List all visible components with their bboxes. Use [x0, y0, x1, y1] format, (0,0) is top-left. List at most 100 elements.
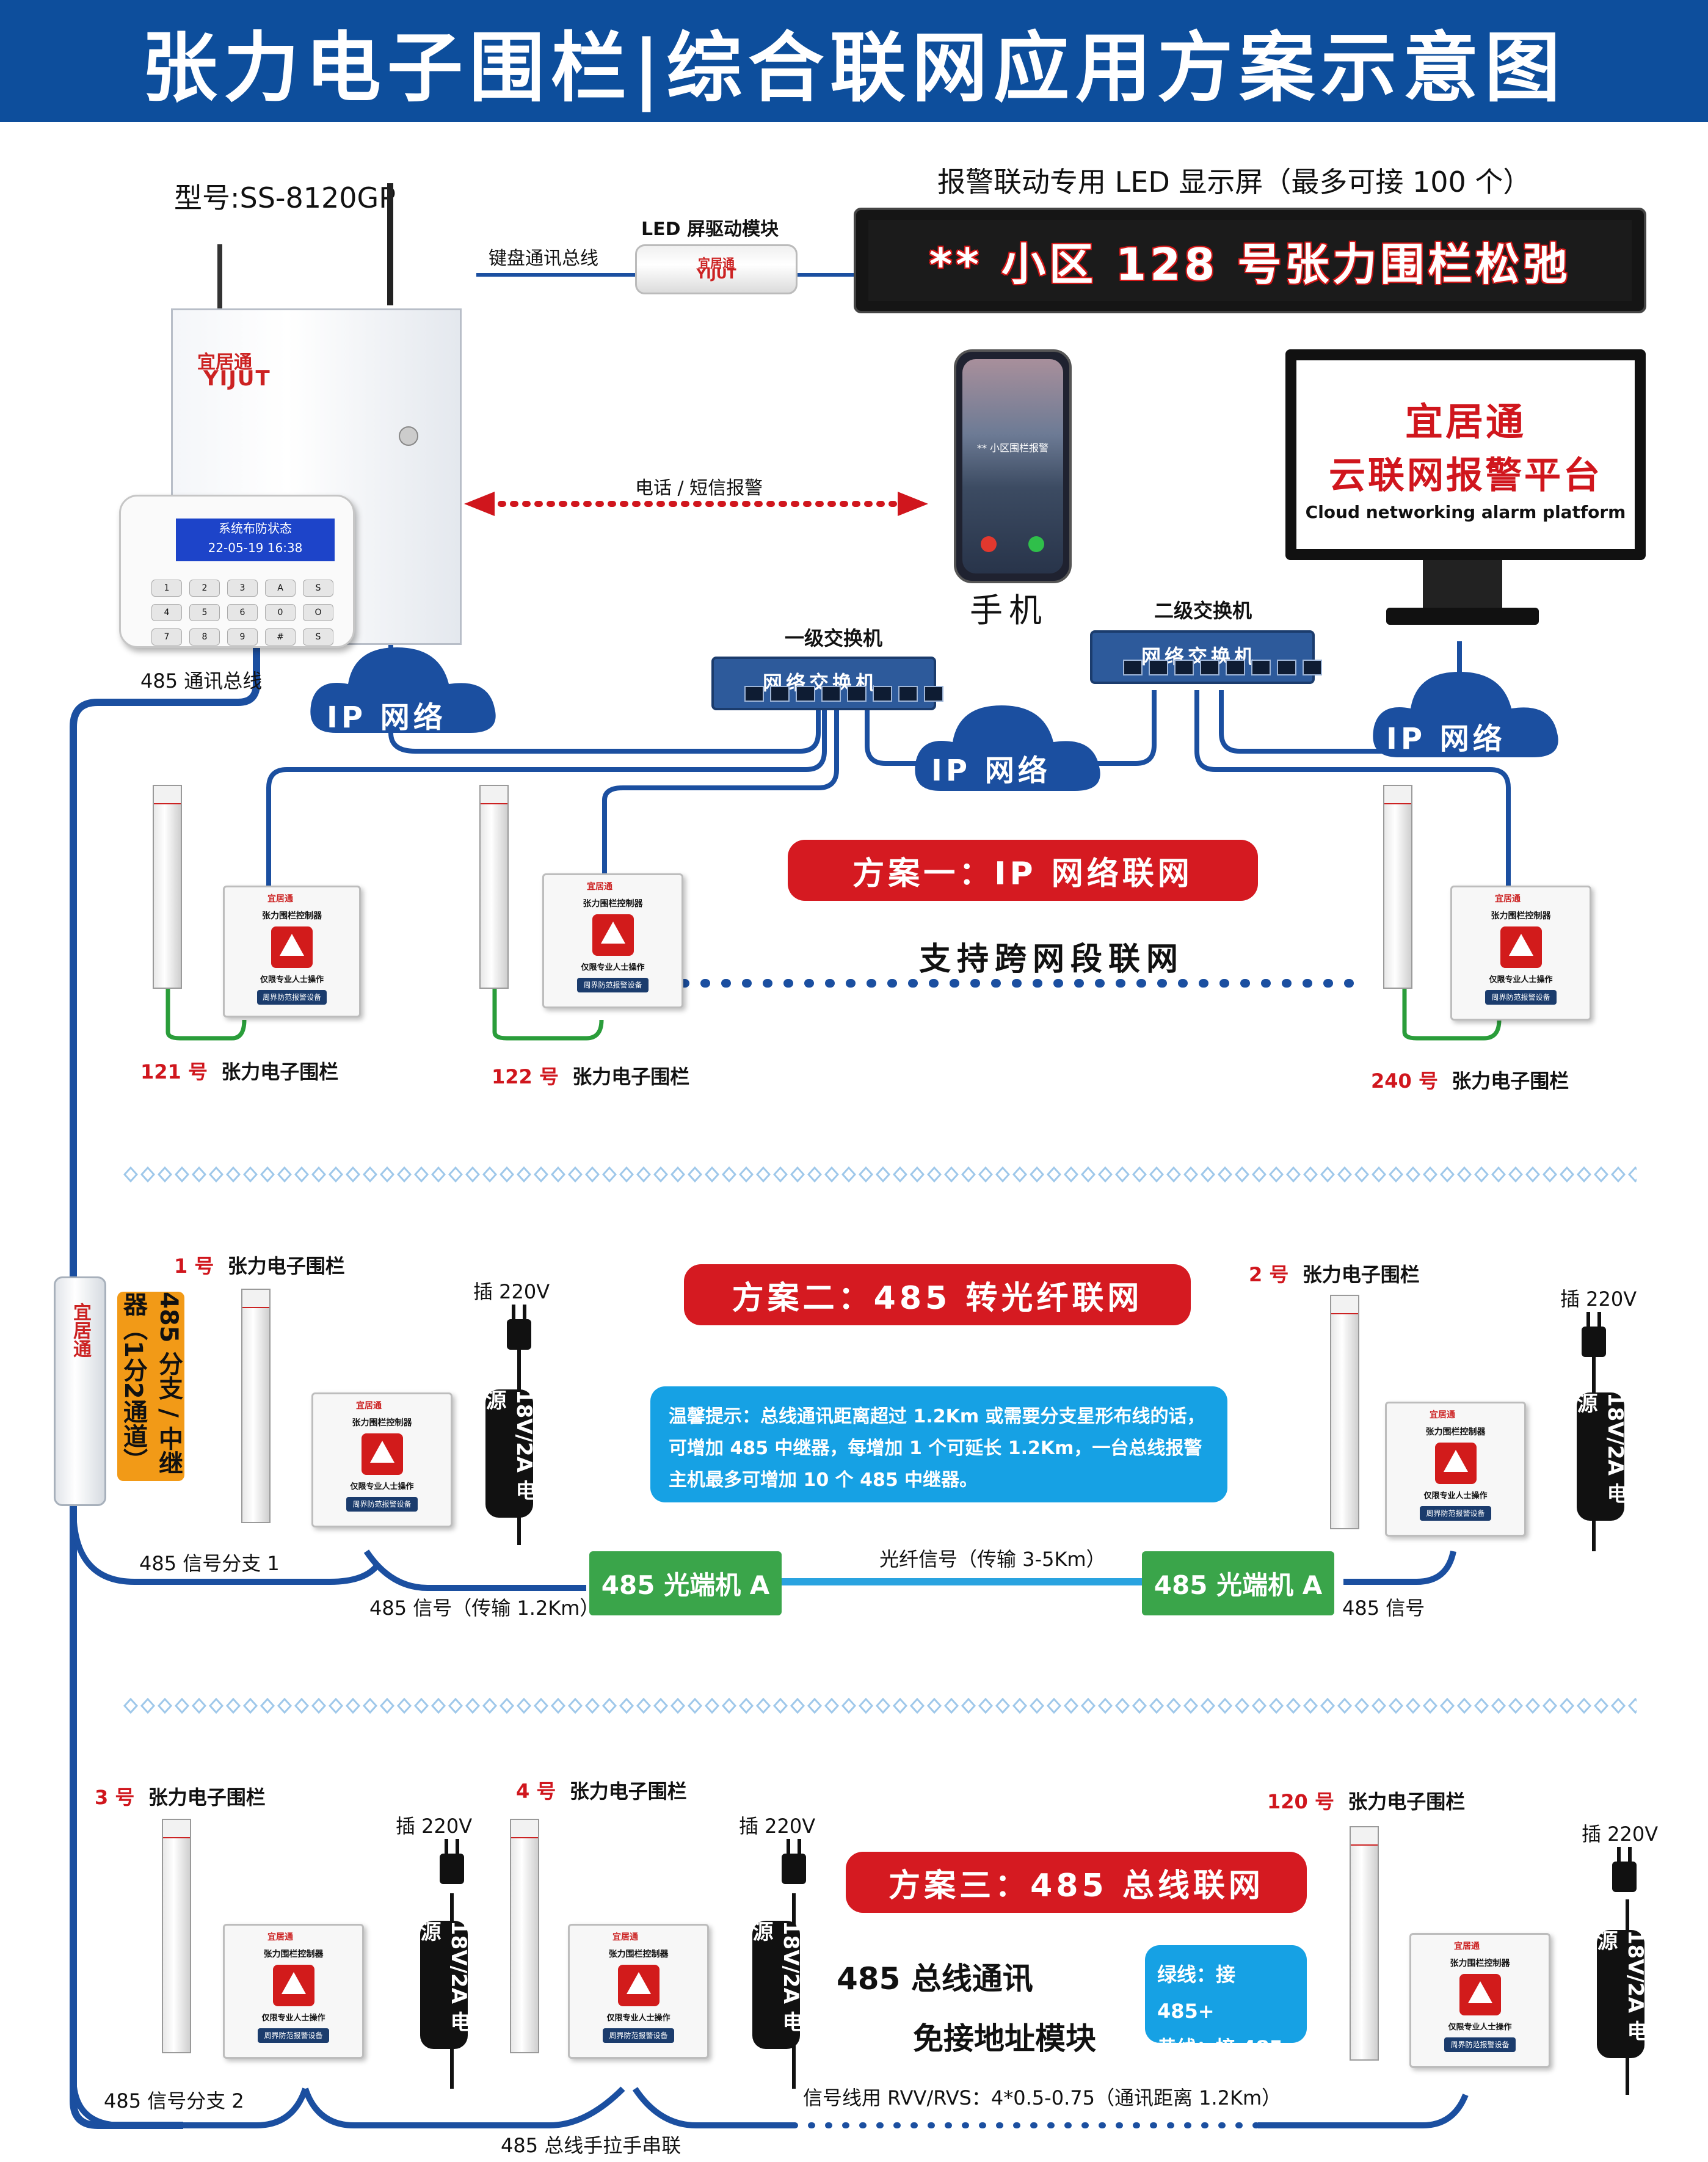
- wire-info-box: 绿线：接 485+ 黄线：接 485-: [1145, 1945, 1307, 2059]
- repeater-logo: 宜居通: [70, 1303, 91, 1358]
- key-button[interactable]: O: [303, 604, 333, 621]
- fence-controller: 宜居通张力围栏控制器 仅限专业人士操作周界防范报警设备: [542, 873, 683, 1008]
- key-button[interactable]: 8: [189, 628, 220, 646]
- warning-icon: [617, 1965, 660, 2006]
- fence-post: [510, 1819, 539, 2053]
- ip-network-label: IP 网络: [931, 754, 1051, 788]
- answer-icon[interactable]: [1028, 536, 1044, 552]
- key-button[interactable]: 2: [189, 580, 220, 597]
- monitor-base: [1386, 608, 1539, 625]
- cloud-icon: [915, 705, 1100, 791]
- optical-modem-b: 485 光端机 A: [1142, 1551, 1334, 1615]
- plug-label: 插 220V: [473, 1280, 550, 1303]
- module-logo-en: YIJUT: [696, 267, 736, 282]
- key-button[interactable]: 3: [227, 580, 258, 597]
- tip-box: 温馨提示：总线通讯距离超过 1.2Km 或需要分支星形布线的话，可增加 485 …: [650, 1386, 1227, 1502]
- bus-title: 485 总线通讯: [837, 1961, 1033, 1996]
- scheme1-subtitle: 支持跨网段联网: [919, 941, 1185, 978]
- antenna-icon: [387, 183, 393, 305]
- warning-icon: [1434, 1443, 1477, 1484]
- ip-network-label: IP 网络: [1386, 722, 1506, 756]
- hangup-icon[interactable]: [981, 536, 997, 552]
- network-switch-1: 网络交换机: [711, 657, 943, 710]
- led-caption: 报警联动专用 LED 显示屏（最多可接 100 个）: [937, 166, 1532, 198]
- plug-icon: [507, 1305, 531, 1350]
- power-supply: 18V/2A 电源: [482, 1389, 536, 1518]
- keypad-screen: 系统布防状态 22-05-19 16:38: [176, 519, 335, 561]
- module-logo-cn: 宜居通: [698, 256, 735, 271]
- phone-label: 手机: [970, 591, 1048, 630]
- fence-1: 1 号 张力电子围栏: [174, 1254, 345, 1278]
- fence-4: 4 号 张力电子围栏: [516, 1780, 687, 1803]
- fence-controller: 宜居通张力围栏控制器 仅限专业人士操作周界防范报警设备: [1385, 1402, 1526, 1537]
- fence-122: 122 号 张力电子围栏: [492, 1065, 690, 1088]
- mobile-phone: ** 小区围栏报警: [954, 349, 1072, 583]
- key-button[interactable]: S: [303, 580, 333, 597]
- ip-network-label: IP 网络: [327, 701, 446, 735]
- network-switch-2: 网络交换机: [1090, 630, 1322, 684]
- key-button[interactable]: 4: [151, 604, 182, 621]
- key-button[interactable]: 1: [151, 580, 182, 597]
- scheme1-title: 方案一：IP 网络联网: [788, 840, 1258, 901]
- optical-modem-a: 485 光端机 A: [589, 1551, 782, 1615]
- plug-label: 插 220V: [1560, 1287, 1637, 1311]
- key-button[interactable]: #: [265, 628, 296, 646]
- daisy-chain-label: 485 总线手拉手串联: [501, 2134, 681, 2157]
- platform-subtitle: 云联网报警平台: [1329, 454, 1602, 497]
- branch2-label: 485 信号分支 2: [104, 2089, 244, 2113]
- key-button[interactable]: 0: [265, 604, 296, 621]
- fence-post: [479, 785, 509, 989]
- key-button[interactable]: 9: [227, 628, 258, 646]
- bus-485-main: [70, 647, 260, 2129]
- repeater-label: 485 分支 / 中继器（1分2通道）: [117, 1292, 184, 1481]
- power-supply: 18V/2A 电源: [416, 1921, 471, 2049]
- key-button[interactable]: 6: [227, 604, 258, 621]
- cloud-icon: [310, 647, 496, 733]
- warning-icon: [361, 1433, 403, 1475]
- fence-controller: 宜居通张力围栏控制器 仅限专业人士操作周界防范报警设备: [223, 1924, 364, 2059]
- scheme2-title: 方案二：485 转光纤联网: [684, 1264, 1191, 1325]
- page-title: 张力电子围栏|综合联网应用方案示意图: [0, 0, 1708, 122]
- fence-2: 2 号 张力电子围栏: [1249, 1263, 1420, 1286]
- key-button[interactable]: 5: [189, 604, 220, 621]
- cable-spec-label: 信号线用 RVV/RVS：4*0.5-0.75（通讯距离 1.2Km）: [803, 2086, 1282, 2109]
- model-label: 型号:SS-8120GP: [174, 181, 396, 214]
- key-button[interactable]: 7: [151, 628, 182, 646]
- fence-post: [1330, 1295, 1359, 1529]
- bus-subtitle: 免接地址模块: [913, 2021, 1096, 2056]
- platform-en: Cloud networking alarm platform: [1305, 502, 1626, 522]
- cloud-icon: [1373, 672, 1558, 757]
- section-divider: [122, 1165, 1637, 1184]
- phone-notice: ** 小区围栏报警: [976, 442, 1049, 454]
- fence-controller: 宜居通张力围栏控制器 仅限专业人士操作周界防范报警设备: [223, 886, 361, 1017]
- power-supply: 18V/2A 电源: [1573, 1392, 1627, 1521]
- warning-icon: [592, 914, 634, 956]
- switch2-label: 二级交换机: [1154, 599, 1252, 622]
- wire-green: 绿线：接 485+: [1157, 1963, 1236, 2023]
- keypad-screen-line1: 系统布防状态: [219, 521, 292, 536]
- led-display: ** 小区 128 号张力围栏松弛: [854, 208, 1646, 313]
- plug-icon: [782, 1839, 806, 1884]
- monitor-stand: [1423, 560, 1502, 609]
- fence-controller: 宜居通张力围栏控制器 仅限专业人士操作周界防范报警设备: [311, 1392, 452, 1527]
- fence-post: [153, 785, 182, 989]
- fence-120: 120 号 张力电子围栏: [1267, 1790, 1466, 1813]
- rs485-repeater: 宜居通: [54, 1276, 106, 1506]
- key-button[interactable]: S: [303, 628, 333, 646]
- power-supply: 18V/2A 电源: [749, 1921, 803, 2049]
- brand-logo-cn: 宜居通: [197, 352, 252, 373]
- fence-controller: 宜居通张力围栏控制器 仅限专业人士操作周界防范报警设备: [568, 1924, 709, 2059]
- plug-label: 插 220V: [396, 1814, 473, 1838]
- signal-left-label: 485 信号（传输 1.2Km）: [369, 1596, 600, 1620]
- warning-icon: [272, 1965, 314, 2006]
- brand-logo-en: YIJUT: [203, 366, 271, 391]
- lock-icon: [399, 426, 418, 446]
- antenna-icon: [217, 244, 222, 311]
- plug-icon: [1612, 1847, 1637, 1892]
- cloud-platform-monitor: 宜居通 云联网报警平台 Cloud networking alarm platf…: [1285, 349, 1646, 560]
- wire-yellow: 黄线：接 485-: [1157, 2036, 1292, 2059]
- key-button[interactable]: A: [265, 580, 296, 597]
